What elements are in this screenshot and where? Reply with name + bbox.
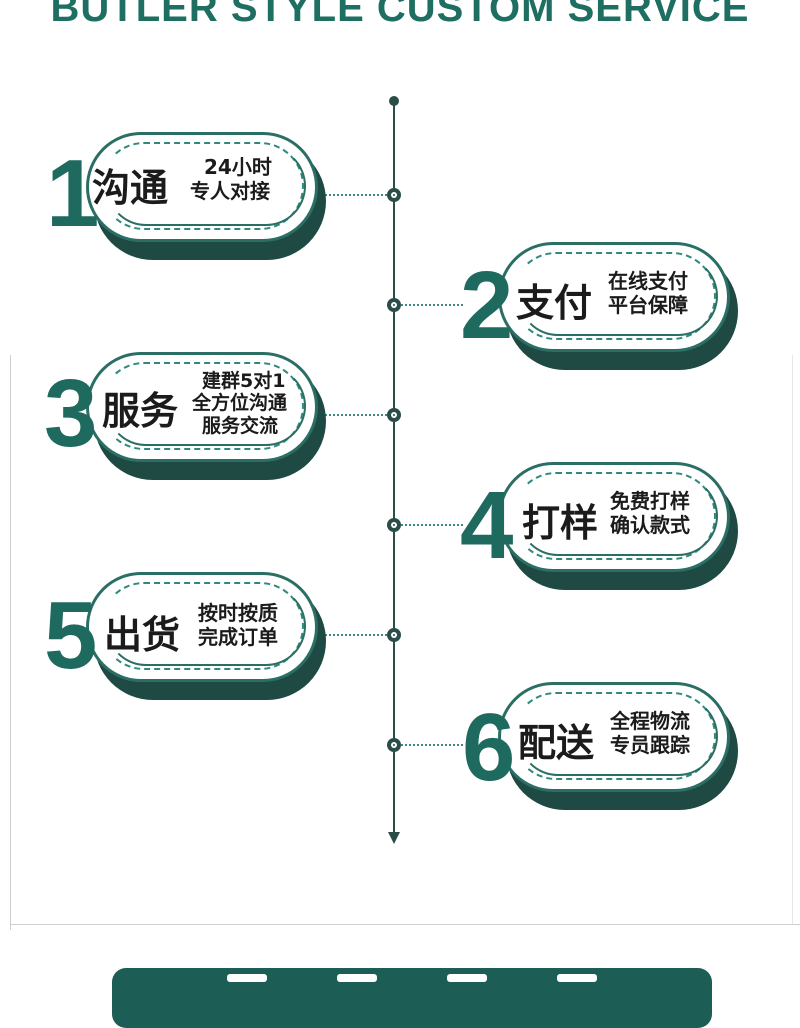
- step-label: 打样: [522, 501, 599, 545]
- step-description: 按时按质 完成订单: [198, 601, 278, 649]
- step-content-6: 6 配送 全程物流 专员跟踪: [462, 682, 742, 800]
- connector-4: [401, 524, 463, 526]
- step-number: 4: [460, 472, 513, 579]
- step-content-1: 1 沟通 24小时 专人对接: [46, 132, 326, 250]
- connector-6: [401, 744, 463, 746]
- frame-divider-bottom: [10, 924, 800, 925]
- step-label: 服务: [102, 389, 179, 433]
- step-content-5: 5 出货 按时按质 完成订单: [44, 572, 324, 690]
- connector-5: [325, 634, 387, 636]
- bottom-banner: [112, 968, 712, 1028]
- timeline-node-6: [387, 738, 401, 752]
- timeline-node-5: [387, 628, 401, 642]
- timeline-node-1: [387, 188, 401, 202]
- timeline-start-dot: [389, 96, 399, 106]
- step-number: 5: [44, 582, 97, 689]
- page-title: BUTLER STYLE CUSTOM SERVICE: [50, 0, 750, 30]
- step-card-5: [86, 572, 326, 700]
- frame-divider-left: [10, 355, 11, 930]
- connector-3: [325, 414, 387, 416]
- step-label: 支付: [516, 281, 593, 325]
- step-content-2: 2 支付 在线支付 平台保障: [460, 242, 740, 360]
- timeline-node-2: [387, 298, 401, 312]
- step-card-4: [498, 462, 738, 590]
- timeline-node-4: [387, 518, 401, 532]
- step-number: 1: [46, 140, 99, 247]
- timeline-line: [393, 103, 395, 835]
- connector-2: [401, 304, 463, 306]
- step-label: 配送: [518, 721, 595, 765]
- frame-divider-right: [792, 355, 793, 925]
- step-number: 6: [462, 694, 515, 801]
- step-card-2: [498, 242, 738, 370]
- step-description: 24小时 专人对接: [190, 155, 272, 203]
- step-card-6: [498, 682, 738, 810]
- step-description: 在线支付 平台保障: [608, 269, 688, 317]
- step-card-1: [86, 132, 326, 260]
- step-description: 建群5对1 全方位沟通 服务交流: [192, 370, 288, 437]
- banner-text-fragment: [192, 974, 632, 990]
- timeline-node-3: [387, 408, 401, 422]
- step-content-3: 3 服务 建群5对1 全方位沟通 服务交流: [44, 352, 324, 470]
- step-card-3: [86, 352, 326, 480]
- step-description: 全程物流 专员跟踪: [610, 709, 690, 757]
- step-label: 沟通: [92, 166, 169, 210]
- step-content-4: 4 打样 免费打样 确认款式: [460, 462, 740, 580]
- step-label: 出货: [104, 613, 181, 657]
- step-number: 3: [44, 360, 97, 467]
- step-number: 2: [460, 252, 513, 359]
- timeline-arrow-icon: [388, 832, 400, 844]
- step-description: 免费打样 确认款式: [610, 489, 690, 537]
- connector-1: [325, 194, 387, 196]
